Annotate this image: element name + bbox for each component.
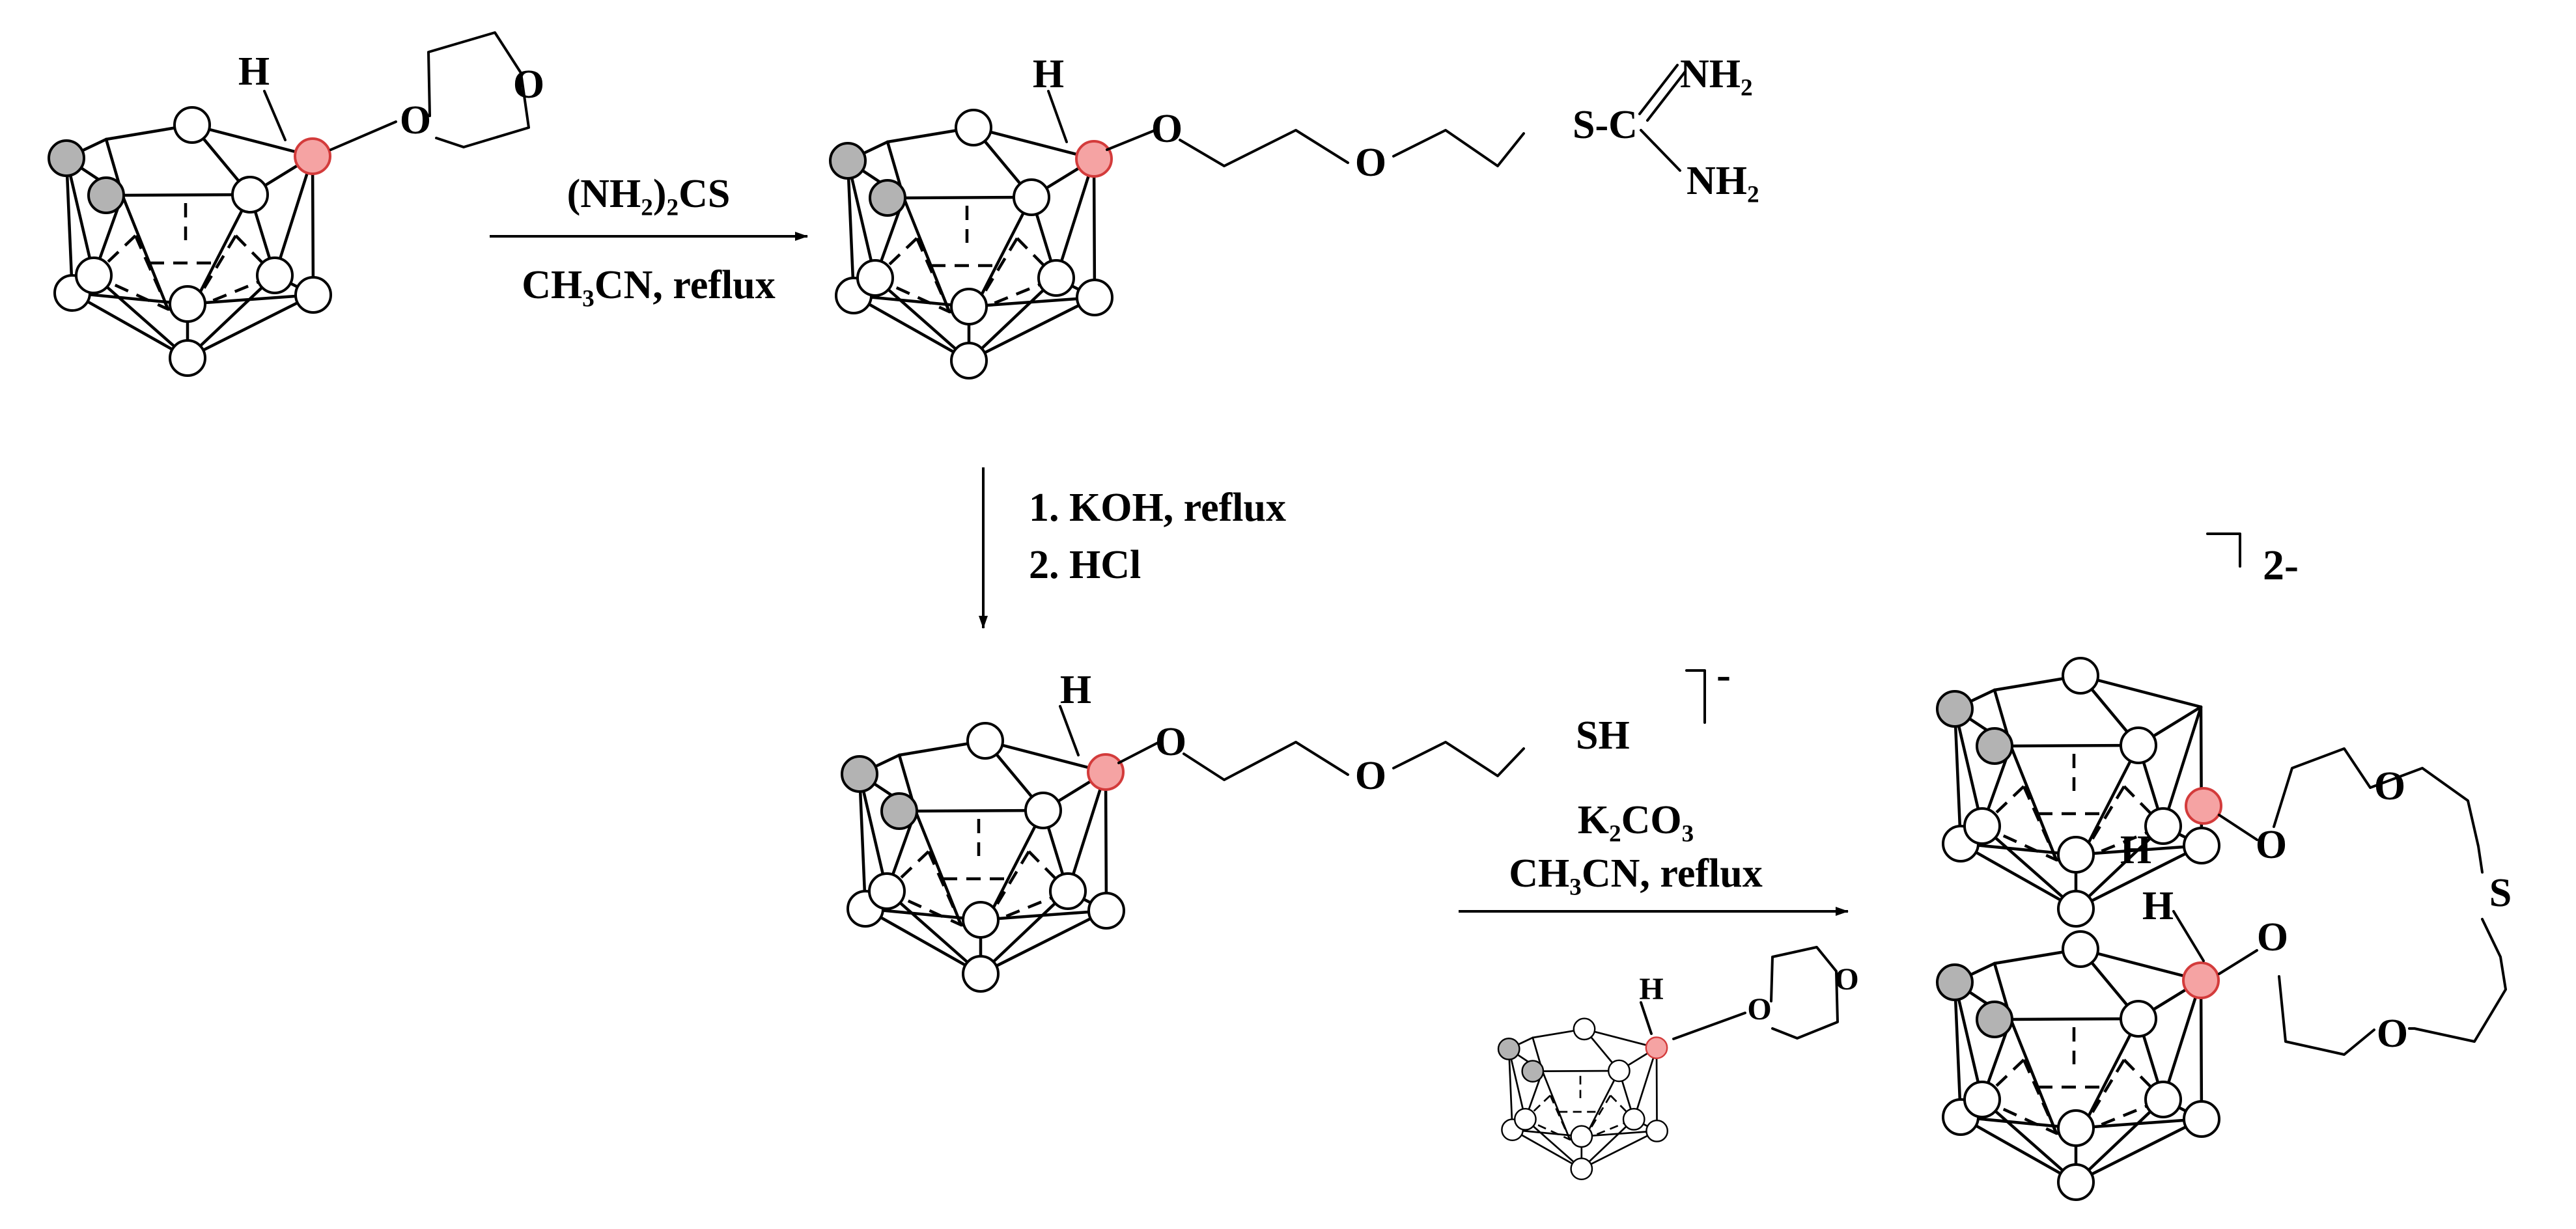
compound-3-h-label: H — [1060, 668, 1091, 712]
compound-3-charge: - — [1716, 651, 1731, 698]
product-o4-label: O — [2257, 915, 2288, 960]
compound-2-cage — [830, 110, 1112, 378]
compound-2-nh2-top: NH₂ — [1680, 52, 1753, 96]
product-o1-label: O — [2256, 823, 2287, 867]
step-3-conditions: CH₃CN, reflux — [1509, 851, 1762, 896]
compound-1-substituent: H O O — [238, 31, 544, 151]
product-linker: H O O S O O H — [2120, 747, 2512, 1056]
compound-1-cage — [49, 107, 331, 376]
product-top-boron — [2185, 787, 2222, 825]
step-2-line-1: 1. KOH, reflux — [1029, 486, 1286, 530]
co-reagent-cage — [1497, 1017, 1669, 1181]
compound-3-chain: H O O SH - — [1059, 651, 1731, 798]
compound-3-o1-label: O — [1155, 720, 1186, 764]
product-s-label: S — [2489, 871, 2512, 915]
compound-3-sh-label: SH — [1576, 713, 1630, 758]
product-h-top: H — [2120, 828, 2151, 872]
step-1-arrow-group: (NH₂)₂CS CH₃CN, reflux — [490, 172, 808, 307]
compound-1-h-label: H — [238, 49, 270, 94]
product-charge-bracket: 2- — [2206, 532, 2299, 589]
compound-3-o2-label: O — [1355, 754, 1386, 798]
step-1-conditions: CH₃CN, reflux — [522, 263, 775, 307]
compound-1-o-label: O — [400, 98, 431, 143]
co-reagent-substituent: H O O — [1639, 946, 1859, 1040]
product-h-bottom: H — [2142, 884, 2174, 928]
step-3-arrow-group: K₂CO₃ CH₃CN, reflux — [1459, 798, 1849, 916]
compound-1-o2-label: O — [513, 62, 544, 107]
compound-2-h-label: H — [1033, 52, 1064, 96]
co-reagent-o2-label: O — [1834, 962, 1858, 997]
compound-2-nh2-bottom: NH₂ — [1687, 159, 1759, 203]
compound-2-o1-label: O — [1151, 107, 1183, 151]
product-charge: 2- — [2263, 542, 2299, 589]
compound-3-cage — [842, 723, 1124, 991]
compound-2-thiouronium-label: S-C — [1573, 103, 1638, 147]
product-cage-top — [1937, 658, 2219, 926]
compound-2-o2-label: O — [1355, 141, 1386, 185]
product-o3-label: O — [2377, 1012, 2408, 1056]
co-reagent-h-label: H — [1639, 972, 1663, 1006]
step-2-line-2: 2. HCl — [1029, 543, 1141, 587]
compound-2-chain: H O O S-C NH₂ NH₂ — [1033, 52, 1759, 203]
product-o2-label: O — [2374, 764, 2405, 808]
step-3-reagent: K₂CO₃ — [1578, 798, 1694, 842]
co-reagent-o1-label: O — [1747, 992, 1771, 1027]
product-cage-bottom — [1937, 932, 2219, 1200]
step-2-arrow-group: 1. KOH, reflux 2. HCl — [979, 467, 1286, 629]
step-1-reagent: (NH₂)₂CS — [567, 172, 731, 216]
